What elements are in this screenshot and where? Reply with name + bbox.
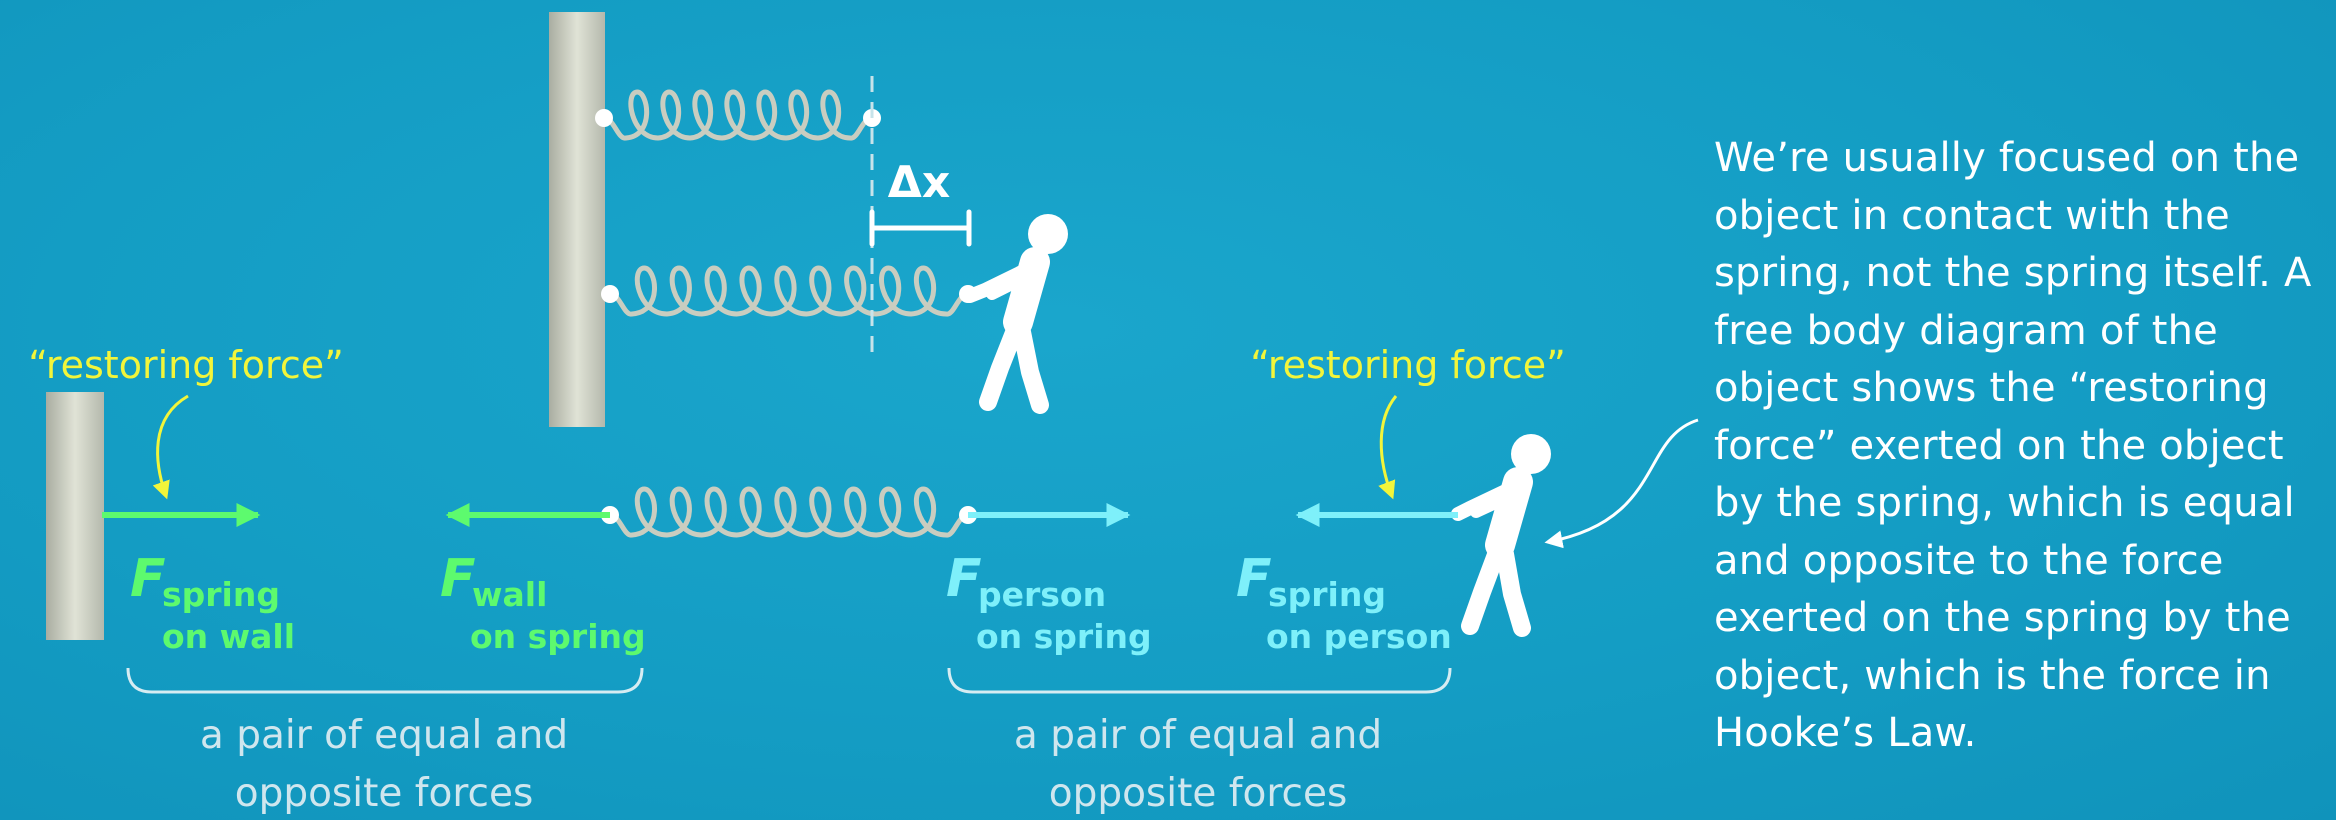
spring-coil	[601, 89, 875, 141]
force-subscript-2: on person	[1266, 617, 1452, 656]
force-label-wall-on-spring: F wall on spring	[440, 549, 646, 656]
person-figure-top	[963, 214, 1068, 414]
force-label-spring-on-wall: F spring on wall	[130, 549, 295, 656]
force-symbol: F	[946, 549, 982, 609]
top-wall	[549, 12, 605, 427]
force-subscript-1: wall	[472, 575, 547, 614]
restoring-force-label-left: “restoring force”	[28, 343, 344, 387]
force-symbol: F	[130, 549, 166, 609]
spring-stretched	[601, 265, 977, 317]
force-subscript-2: on spring	[470, 617, 646, 656]
force-symbol: F	[1236, 549, 1272, 609]
person-figure-bottom	[1451, 434, 1551, 637]
force-subscript-2: on spring	[976, 617, 1152, 656]
pair-label-right: a pair of equal and opposite forces	[1014, 713, 1382, 816]
force-subscript-1: spring	[162, 575, 280, 614]
explanation-text: We’re usually focused on the object in c…	[1714, 135, 2312, 756]
force-label-spring-on-person: F spring on person	[1236, 549, 1452, 656]
restoring-force-pointer-right	[1378, 395, 1398, 500]
restoring-force-pointer-left	[152, 394, 189, 500]
pair-label-line-1: a pair of equal and	[1014, 713, 1382, 758]
spring-coil	[607, 486, 971, 538]
force-subscript-1: spring	[1268, 575, 1386, 614]
pair-label-line-2: opposite forces	[1049, 771, 1348, 816]
force-subscript-2: on wall	[162, 617, 295, 656]
spring-free-body	[601, 486, 977, 538]
pair-bracket-left	[126, 667, 644, 694]
spring-coil	[607, 265, 971, 317]
spring-end-dot-left	[601, 285, 619, 303]
delta-x-label: Δx	[888, 157, 950, 208]
pair-bracket-right	[947, 667, 1452, 694]
left-wall	[46, 392, 104, 640]
restoring-force-label-right: “restoring force”	[1250, 343, 1566, 387]
pair-label-line-1: a pair of equal and	[200, 713, 568, 758]
spring-end-dot-left	[595, 109, 613, 127]
pair-label-left: a pair of equal and opposite forces	[200, 713, 568, 816]
pair-label-line-2: opposite forces	[235, 771, 534, 816]
force-label-person-on-spring: F person on spring	[946, 549, 1152, 656]
spring-at-rest	[595, 89, 881, 141]
force-symbol: F	[440, 549, 476, 609]
delta-x-bracket	[869, 209, 972, 247]
force-subscript-1: person	[978, 575, 1106, 614]
explanation-pointer-arrow	[1544, 418, 1699, 549]
